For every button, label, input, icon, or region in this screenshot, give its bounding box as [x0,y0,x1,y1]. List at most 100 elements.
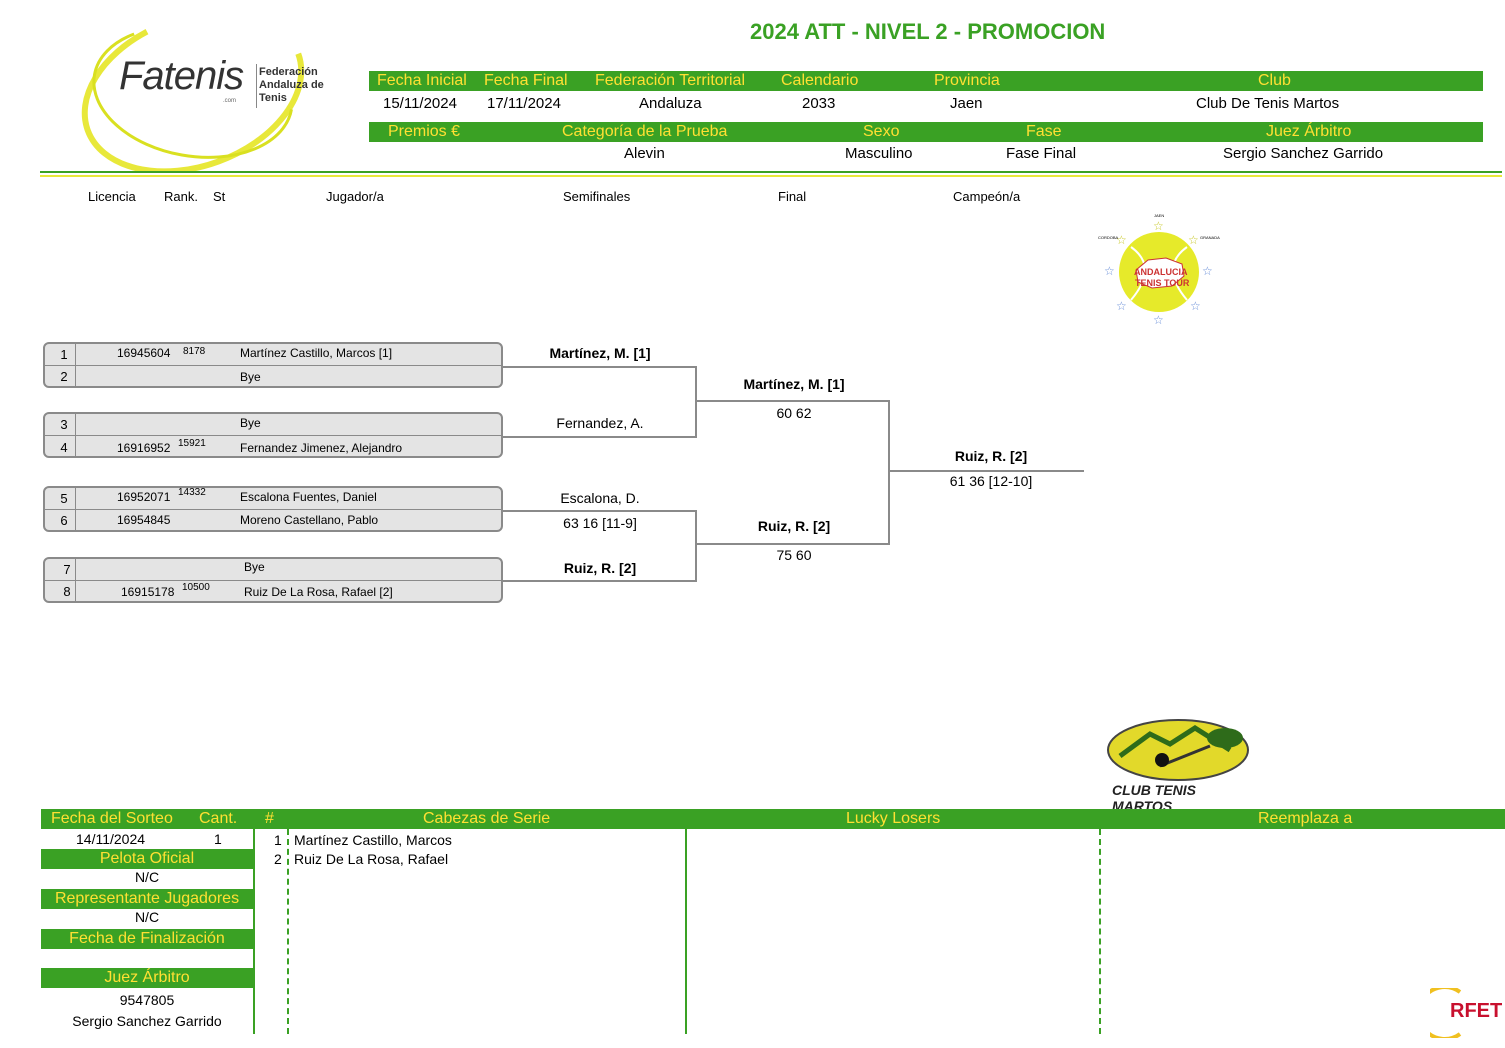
player-6-licence: 16954845 [117,513,171,527]
player-1-licence: 16945604 [117,346,171,360]
col-campeon: Campeón/a [953,189,1021,204]
bracket-line [890,470,1084,472]
player-3-number: 3 [60,417,68,432]
info2-value-sexo: Masculino [845,145,913,162]
player-7-number: 7 [63,562,71,577]
col-semifinales: Semifinales [563,189,631,204]
player-2-number: 2 [60,369,68,384]
champion-score: 61 36 [12-10] [949,473,1033,489]
player-2-name[interactable]: Bye [240,370,261,384]
club-tenis-martos-logo: CLUB TENIS MARTOS [1100,716,1260,814]
col-licencia: Licencia [88,189,136,204]
seed-2-name: Ruiz De La Rosa, Rafael [294,851,449,867]
player-1-rank: 8178 [183,346,206,357]
info1-header-calendario: Calendario [781,72,859,89]
champion-name: Ruiz, R. [2] [954,448,1028,464]
logo-brand: Fatenis [119,54,244,98]
fatenis-logo: Fatenis Federación Andaluza de Tenis .co… [75,9,335,175]
info1-header-provincia: Provincia [934,72,1000,89]
replaces-label: Reemplaza a [1258,810,1353,827]
info2-header-fase: Fase [1026,123,1062,140]
seeds-right-divider [685,829,687,1034]
player-8-number: 8 [63,584,71,599]
referee-label: Juez Árbitro [41,968,253,988]
svg-text:☆: ☆ [1190,299,1201,313]
match-slot-3-4 [43,412,503,458]
count-value: 1 [214,831,222,847]
att-city-right: GRANADA [1200,235,1220,240]
info1-value-fecha-inicial: 15/11/2024 [383,95,457,112]
draw-date-label: Fecha del Sorteo [51,810,173,827]
svg-text:☆: ☆ [1188,233,1199,247]
info1-header-fecha-inicial: Fecha Inicial [377,72,467,89]
player-4-number: 4 [60,440,68,455]
page-title: 2024 ATT - NIVEL 2 - PROMOCION [750,19,1106,44]
player-6-name[interactable]: Moreno Castellano, Pablo [240,513,379,527]
player-1-name[interactable]: Martínez Castillo, Marcos [1] [240,346,393,360]
bracket-line [888,400,890,545]
semi-4-winner: Ruiz, R. [2] [563,560,637,576]
info1-value-club: Club De Tenis Martos [1196,95,1340,112]
info2-header-juez: Juez Árbitro [1266,123,1352,140]
logo-swoosh-icon [81,9,305,175]
info1-header-bar: Fecha Inicial Fecha Final Federación Ter… [369,71,1483,91]
player-5-number: 5 [60,491,68,506]
bracket-line [503,510,697,512]
logo-line3: Tenis [259,92,287,104]
seed-divider [287,829,289,1034]
final-2-winner: Ruiz, R. [2] [757,518,831,534]
player-4-rank: 15921 [178,438,206,449]
semi-3-score: 63 16 [11-9] [563,515,637,531]
header-separator [40,171,1502,173]
info1-header-club: Club [1258,72,1291,89]
bottom-header-bar [41,809,1505,829]
rep-value: N/C [134,909,160,925]
player-3-name[interactable]: Bye [240,416,261,430]
logo-line1: Federación [259,66,318,78]
match-slot-7-8 [43,557,503,603]
player-5-rank: 14332 [178,487,206,498]
info2-header-premios: Premios € [388,123,461,140]
info1-header-federacion: Federación Territorial [595,72,745,89]
logo-small: .com [223,98,237,104]
lucky-divider [1099,829,1101,1034]
player-4-licence: 16916952 [117,441,171,455]
rep-label: Representante Jugadores [41,889,253,909]
player-7-name[interactable]: Bye [244,560,265,574]
player-5-name[interactable]: Escalona Fuentes, Daniel [240,490,377,504]
bottom-left-divider [253,829,255,1034]
player-4-name[interactable]: Fernandez Jimenez, Alejandro [240,441,403,455]
andalucia-tenis-tour-logo: ☆ ☆ ☆ ☆ ☆ ☆ ☆ ☆ ANDALUCIA TENIS TOUR JAE… [1096,212,1222,328]
seeds-label: Cabezas de Serie [423,810,551,827]
col-final: Final [778,189,807,204]
player-8-licence: 16915178 [121,585,175,599]
seed-1-number: 1 [274,832,282,848]
bracket-line [697,400,890,402]
player-8-name[interactable]: Ruiz De La Rosa, Rafael [2] [244,585,393,599]
ball-value: N/C [134,869,160,885]
bracket-line [695,366,697,438]
info2-header-bar: Premios € Categoría de la Prueba Sexo Fa… [369,122,1483,142]
att-city-top: JAEN [1154,213,1165,218]
semi-3-winner: Escalona, D. [560,490,640,506]
info2-value-fase: Fase Final [1006,145,1077,162]
logo-divider [256,64,257,108]
att-line1: ANDALUCIA [1134,267,1188,277]
referee-id: 9547805 [119,992,175,1008]
svg-text:☆: ☆ [1116,233,1127,247]
bracket-line [503,436,697,438]
svg-text:☆: ☆ [1153,219,1164,233]
info1-value-federacion: Andaluza [639,95,702,112]
hash-label: # [265,810,274,827]
final-2-score: 75 60 [776,547,812,563]
match-slot-5-6 [43,486,503,532]
final-1-winner: Martínez, M. [1] [743,376,845,392]
info2-header-categoria: Categoría de la Prueba [562,123,728,140]
info2-header-sexo: Sexo [863,123,900,140]
att-city-left: CORDOBA [1098,235,1119,240]
count-label: Cant. [199,810,238,827]
bracket-line [695,510,697,582]
svg-text:☆: ☆ [1202,264,1213,278]
info2-value-categoria: Alevin [624,145,665,162]
info1-value-calendario: 2033 [802,95,836,112]
